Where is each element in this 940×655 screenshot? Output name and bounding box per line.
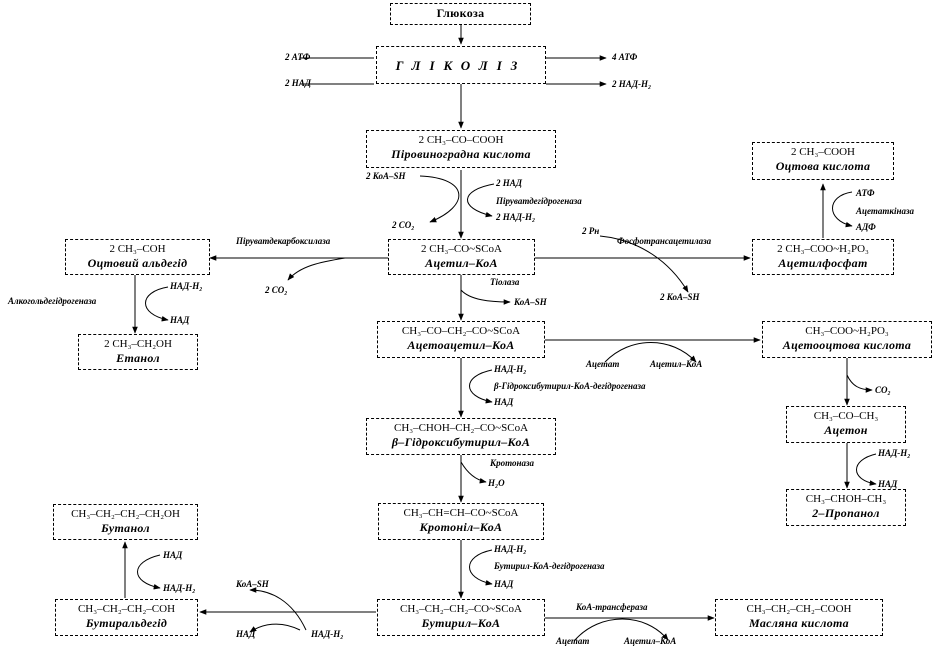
hydroxybutyryl-coa-formula: CH₃–CHOH–CH₂–CO~SCoA: [393, 422, 529, 434]
nad-in-label: 2 НАД: [285, 78, 312, 88]
butyric-acid-name: Масляна кислота: [749, 616, 849, 630]
butyryl-coa-name: Бутирил–КоА: [421, 616, 501, 630]
butyric-acid-box: CH₃–CH₂–CH₂–COOH Масляна кислота: [715, 599, 883, 636]
acetoacetyl-coa-box: CH₃–CO–CH₂–CO~SCoA Ацетоацетил–КоА: [377, 321, 545, 358]
adp-ack-label: АДФ: [856, 222, 876, 232]
butanol-formula: CH₃–CH₂–CH₂–CH₂OH: [71, 508, 180, 520]
co2-adc-label: CO₂: [875, 385, 891, 395]
butyryl-coa-formula: CH₃–CH₂–CH₂–CO~SCoA: [400, 603, 522, 615]
crotonyl-coa-formula: CH₃–CH=CH–CO~SCoA: [403, 507, 519, 519]
ethanol-formula: 2 CH₃–CH₂OH: [104, 338, 172, 350]
acetylcoa-1-label: Ацетил–КоА: [650, 359, 703, 369]
h2o-label: H₂O: [488, 478, 505, 488]
crotonase-enzyme-label: Кротоназа: [490, 458, 534, 468]
glycolysis-name: ГЛІКОЛІЗ: [395, 58, 527, 73]
acetoacetic-formula: CH₃–COO~H₂PO₃: [805, 325, 889, 337]
pta-enzyme-label: Фосфотрансацетилаза: [617, 236, 712, 246]
co2-pdh-label: 2 CO₂: [392, 220, 415, 230]
glucose-name: Глюкоза: [436, 6, 485, 20]
coash-thiolase-label: КоА–SH: [514, 297, 547, 307]
ethanol-box: 2 CH₃–CH₂OH Етанол: [78, 334, 198, 370]
acetone-box: CH₃–CO–CH₃ Ацетон: [786, 406, 906, 443]
acetyl-coa-formula: 2 CH₃–CO~SCoA: [421, 243, 502, 255]
nad-ald-label: НАД: [236, 629, 256, 639]
coash-pta-label: 2 КоА–SH: [660, 292, 700, 302]
nadh-sadh-label: НАД-Н₂: [878, 448, 911, 458]
glucose-box: Глюкоза: [390, 3, 531, 25]
nad-bdh-label: НАД: [163, 550, 183, 560]
butyric-acid-formula: CH₃–CH₂–CH₂–COOH: [746, 603, 852, 615]
nadh-hbd-label: НАД-Н₂: [494, 364, 527, 374]
acetylcoa-2-label: Ацетил–КоА: [624, 636, 677, 646]
nadh-ald-label: НАД-Н₂: [311, 629, 344, 639]
acetaldehyde-name: Оцтовий альдегід: [87, 256, 188, 270]
atp-out-label: 4 АТФ: [612, 52, 638, 62]
acetyl-phosphate-formula: 2 CH₃–COO~H₂PO₃: [777, 243, 869, 255]
butyraldehyde-name: Бутиральдегід: [85, 616, 168, 630]
nad-bcd-label: НАД: [494, 579, 514, 589]
acetoacetyl-coa-name: Ацетоацетил–КоА: [407, 338, 515, 352]
pyruvate-formula: 2 CH₃–CO–COOH: [418, 134, 504, 146]
coash-ald-label: КоА–SH: [236, 579, 269, 589]
acetate-2-label: Ацетат: [556, 636, 590, 646]
acetone-name: Ацетон: [824, 423, 868, 437]
co2-pdc-label: 2 CO₂: [265, 285, 288, 295]
acetoacetyl-coa-formula: CH₃–CO–CH₂–CO~SCoA: [401, 325, 521, 337]
nadh-bcd-label: НАД-Н₂: [494, 544, 527, 554]
propanol-box: CH₃–CHOH–CH₃ 2–Пропанол: [786, 489, 906, 526]
ack-enzyme-label: Ацетаткіназа: [856, 206, 914, 216]
nadh-out-label: 2 НАД-Н₂: [612, 79, 652, 89]
nad-hbd-label: НАД: [494, 397, 514, 407]
acetoacetic-name: Ацетооцтова кислота: [782, 338, 912, 352]
nad-sadh-label: НАД: [878, 479, 898, 489]
acetaldehyde-box: 2 CH₃–COH Оцтовий альдегід: [65, 239, 210, 275]
butanol-box: CH₃–CH₂–CH₂–CH₂OH Бутанол: [53, 504, 198, 540]
hydroxybutyryl-coa-name: β–Гідроксибутирил–КоА: [391, 435, 531, 449]
acetyl-coa-box: 2 CH₃–CO~SCoA Ацетил–КоА: [388, 239, 535, 275]
acetate-1-label: Ацетат: [586, 359, 620, 369]
acetic-acid-box: 2 CH₃–COOH Оцтова кислота: [752, 142, 894, 180]
atp-ack-label: АТФ: [856, 188, 875, 198]
acetic-acid-name: Оцтова кислота: [775, 159, 871, 173]
bcd-enzyme-label: Бутирил-КоА-дегідрогеназа: [494, 561, 605, 571]
butyryl-coa-box: CH₃–CH₂–CH₂–CO~SCoA Бутирил–КоА: [377, 599, 545, 636]
nad-adh-label: НАД: [170, 315, 190, 325]
propanol-formula: CH₃–CHOH–CH₃: [805, 493, 887, 505]
acetic-acid-formula: 2 CH₃–COOH: [790, 146, 856, 158]
acetone-formula: CH₃–CO–CH₃: [813, 410, 879, 422]
atp-in-label: 2 АТФ: [285, 52, 311, 62]
nadh-adh-label: НАД-Н₂: [170, 281, 203, 291]
nadh-pdh-label: 2 НАД-Н₂: [496, 212, 536, 222]
acetyl-phosphate-name: Ацетилфосфат: [778, 256, 868, 270]
glycolysis-box: ГЛІКОЛІЗ: [376, 46, 546, 84]
pi-label: 2 Рн: [582, 226, 600, 236]
adh-enzyme-label: Алкогольдегідрогеназа: [8, 296, 97, 306]
butyraldehyde-formula: CH₃–CH₂–CH₂–COH: [77, 603, 176, 615]
hbd-enzyme-label: β-Гідроксибутирил-КоА-дегідрогеназа: [494, 381, 646, 391]
acetyl-phosphate-box: 2 CH₃–COO~H₂PO₃ Ацетилфосфат: [752, 239, 894, 275]
acetyl-coa-name: Ацетил–КоА: [425, 256, 498, 270]
crotonyl-coa-name: Кротоніл–КоА: [419, 520, 503, 534]
hydroxybutyryl-coa-box: CH₃–CHOH–CH₂–CO~SCoA β–Гідроксибутирил–К…: [366, 418, 556, 455]
coash-in-label: 2 КоА–SH: [366, 171, 406, 181]
ethanol-name: Етанол: [116, 351, 160, 365]
nad-pdh-label: 2 НАД: [496, 178, 523, 188]
crotonyl-coa-box: CH₃–CH=CH–CO~SCoA Кротоніл–КоА: [378, 503, 544, 540]
thiolase-enzyme-label: Тіолаза: [490, 277, 520, 287]
pdc-enzyme-label: Піруватдекарбоксилаза: [236, 236, 331, 246]
pyruvate-name: Піровиноградна кислота: [391, 147, 531, 161]
nadh-bdh-label: НАД-Н₂: [163, 583, 196, 593]
ctf-enzyme-label: КоА-трансфераза: [576, 602, 648, 612]
acetaldehyde-formula: 2 CH₃–COH: [109, 243, 166, 255]
butanol-name: Бутанол: [101, 521, 150, 535]
pdh-enzyme-label: Піруватдегідрогеназа: [496, 196, 582, 206]
propanol-name: 2–Пропанол: [812, 506, 880, 520]
acetoacetic-box: CH₃–COO~H₂PO₃ Ацетооцтова кислота: [762, 321, 932, 358]
butyraldehyde-box: CH₃–CH₂–CH₂–COH Бутиральдегід: [55, 599, 198, 636]
pyruvate-box: 2 CH₃–CO–COOH Піровиноградна кислота: [366, 130, 556, 168]
